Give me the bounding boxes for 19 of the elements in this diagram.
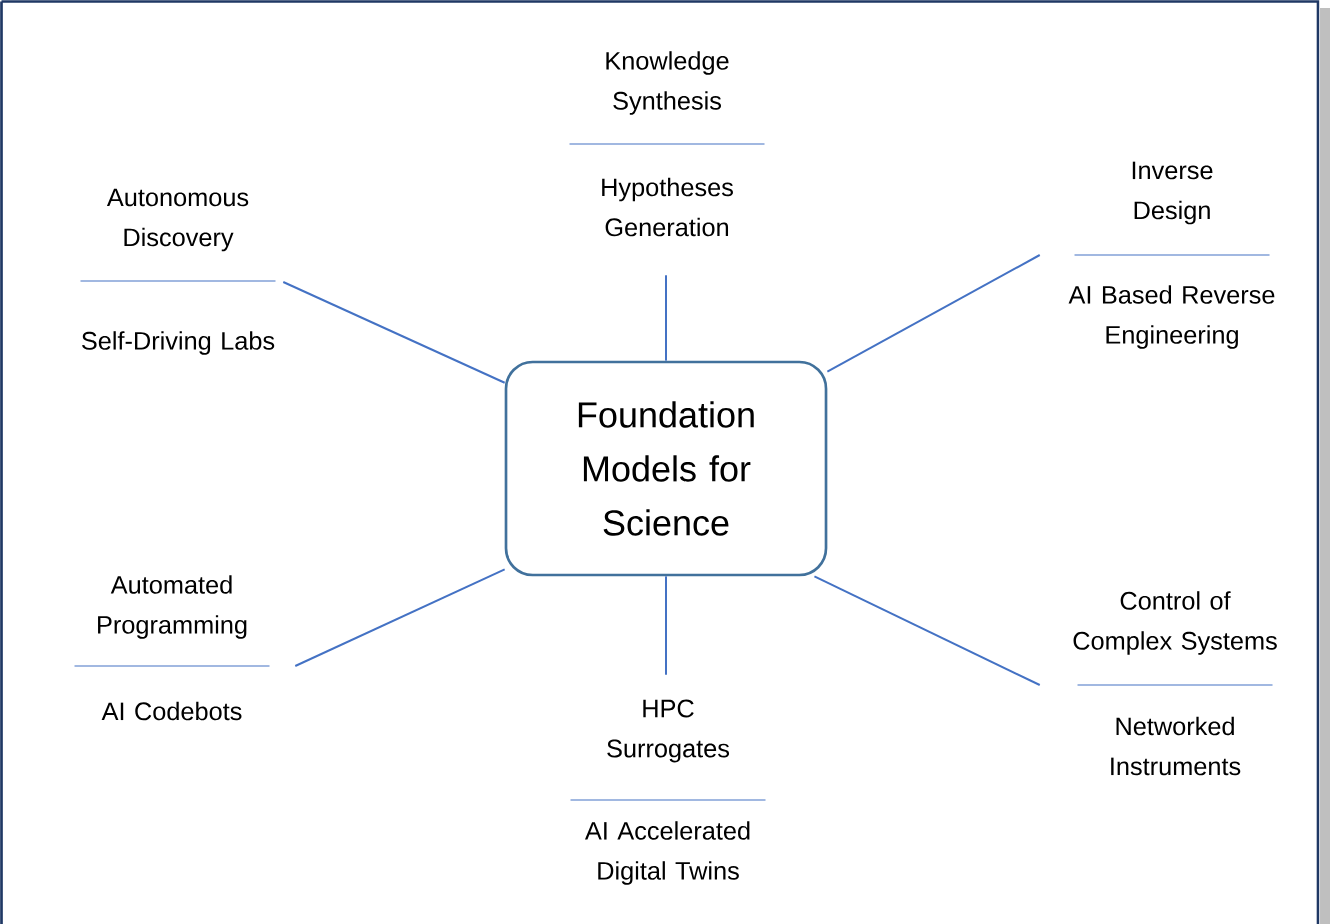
heading-text: Automated Programming (98, 575, 247, 639)
subtitle-text: Hypotheses Generation (602, 177, 733, 237)
subtitle-text: AI Accelerated Digital Twins (584, 821, 750, 885)
subtitle-text: Networked Instruments (1111, 716, 1241, 776)
subtitle-text: AI Codebots (101, 701, 242, 721)
connector-line (294, 568, 506, 667)
connector-line (813, 575, 1041, 686)
subtitle-text: Self-Driving Labs (82, 331, 275, 355)
connector-line (282, 281, 506, 384)
connector-line (826, 254, 1041, 373)
subtitle-text: AI Based Reverse Engineering (1068, 285, 1275, 349)
heading-text: Autonomous Discovery (106, 188, 249, 252)
heading-text: HPC Surrogates (607, 699, 730, 763)
connector-line (665, 575, 667, 676)
connector-line (665, 274, 667, 362)
heading-text: Inverse Design (1132, 161, 1213, 225)
heading-text: Control of Complex Systems (1073, 591, 1277, 655)
center-box: Foundation Models for Science (504, 360, 828, 577)
heading-text: Knowledge Synthesis (606, 51, 729, 115)
